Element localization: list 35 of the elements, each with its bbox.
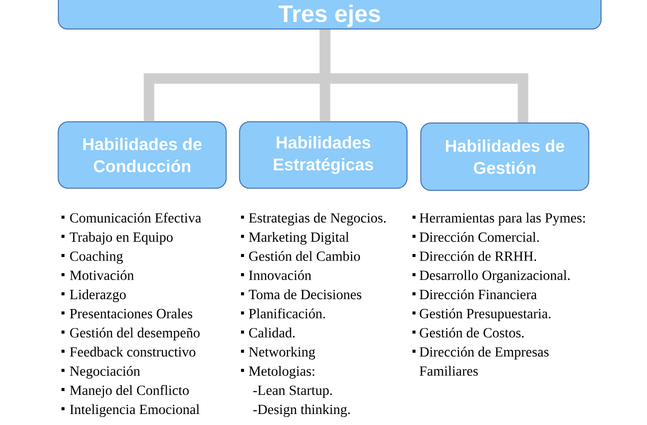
list-item: Inteligencia Emocional — [70, 404, 200, 418]
list-item: Negociación — [70, 366, 140, 379]
list-item: Estrategias de Negocios. — [248, 212, 386, 226]
list-item: Gestión del desempeño — [70, 328, 200, 340]
list-item: Manejo del Conflicto — [70, 385, 189, 398]
list-item: Herramientas para las Pymes: — [420, 212, 585, 226]
list-item: Dirección Comercial. — [420, 232, 539, 242]
list-item: Liderazgo — [70, 289, 126, 302]
list-item: Dirección Financiera — [420, 289, 537, 300]
category-box: Habilidades Estratégicas — [239, 121, 408, 189]
list-item: Gestión Presupuestaria. — [420, 308, 550, 322]
category-box: Habilidades de Gestión — [420, 122, 590, 191]
list-item: Metologias: — [248, 366, 314, 379]
list-item: Toma de Decisiones — [248, 289, 362, 300]
list-item: Gestión de Costos. — [420, 328, 524, 338]
title-box: Tres ejes — [58, 0, 602, 30]
list-item: Feedback constructivo — [70, 346, 196, 357]
list-item: -Design thinking. — [253, 404, 350, 418]
list-item: Gestión del Cambio — [249, 251, 360, 261]
list-item: Motivación — [70, 270, 134, 280]
list-item: Calidad. — [249, 328, 295, 338]
list-item: Networking — [248, 346, 316, 360]
list-item: Marketing Digital — [248, 232, 349, 245]
connector-line — [320, 30, 528, 122]
list-item: Dirección de Empresas Familiares — [420, 346, 549, 376]
list-item: Presentaciones Orales — [70, 308, 192, 318]
list-item: Comunicación Efectiva — [70, 212, 202, 223]
category-box: Habilidades de Conducción — [58, 121, 227, 189]
list-item: Coaching — [70, 251, 123, 264]
list-item: -Lean Startup. — [253, 386, 332, 398]
list-item: Dirección de RRHH. — [420, 251, 536, 261]
list-item: Desarrollo Organizacional. — [420, 270, 570, 283]
list-item: Innovación — [249, 270, 312, 280]
list-item: Trabajo en Equipo — [70, 232, 173, 245]
list-item: Planificación. — [248, 308, 325, 318]
